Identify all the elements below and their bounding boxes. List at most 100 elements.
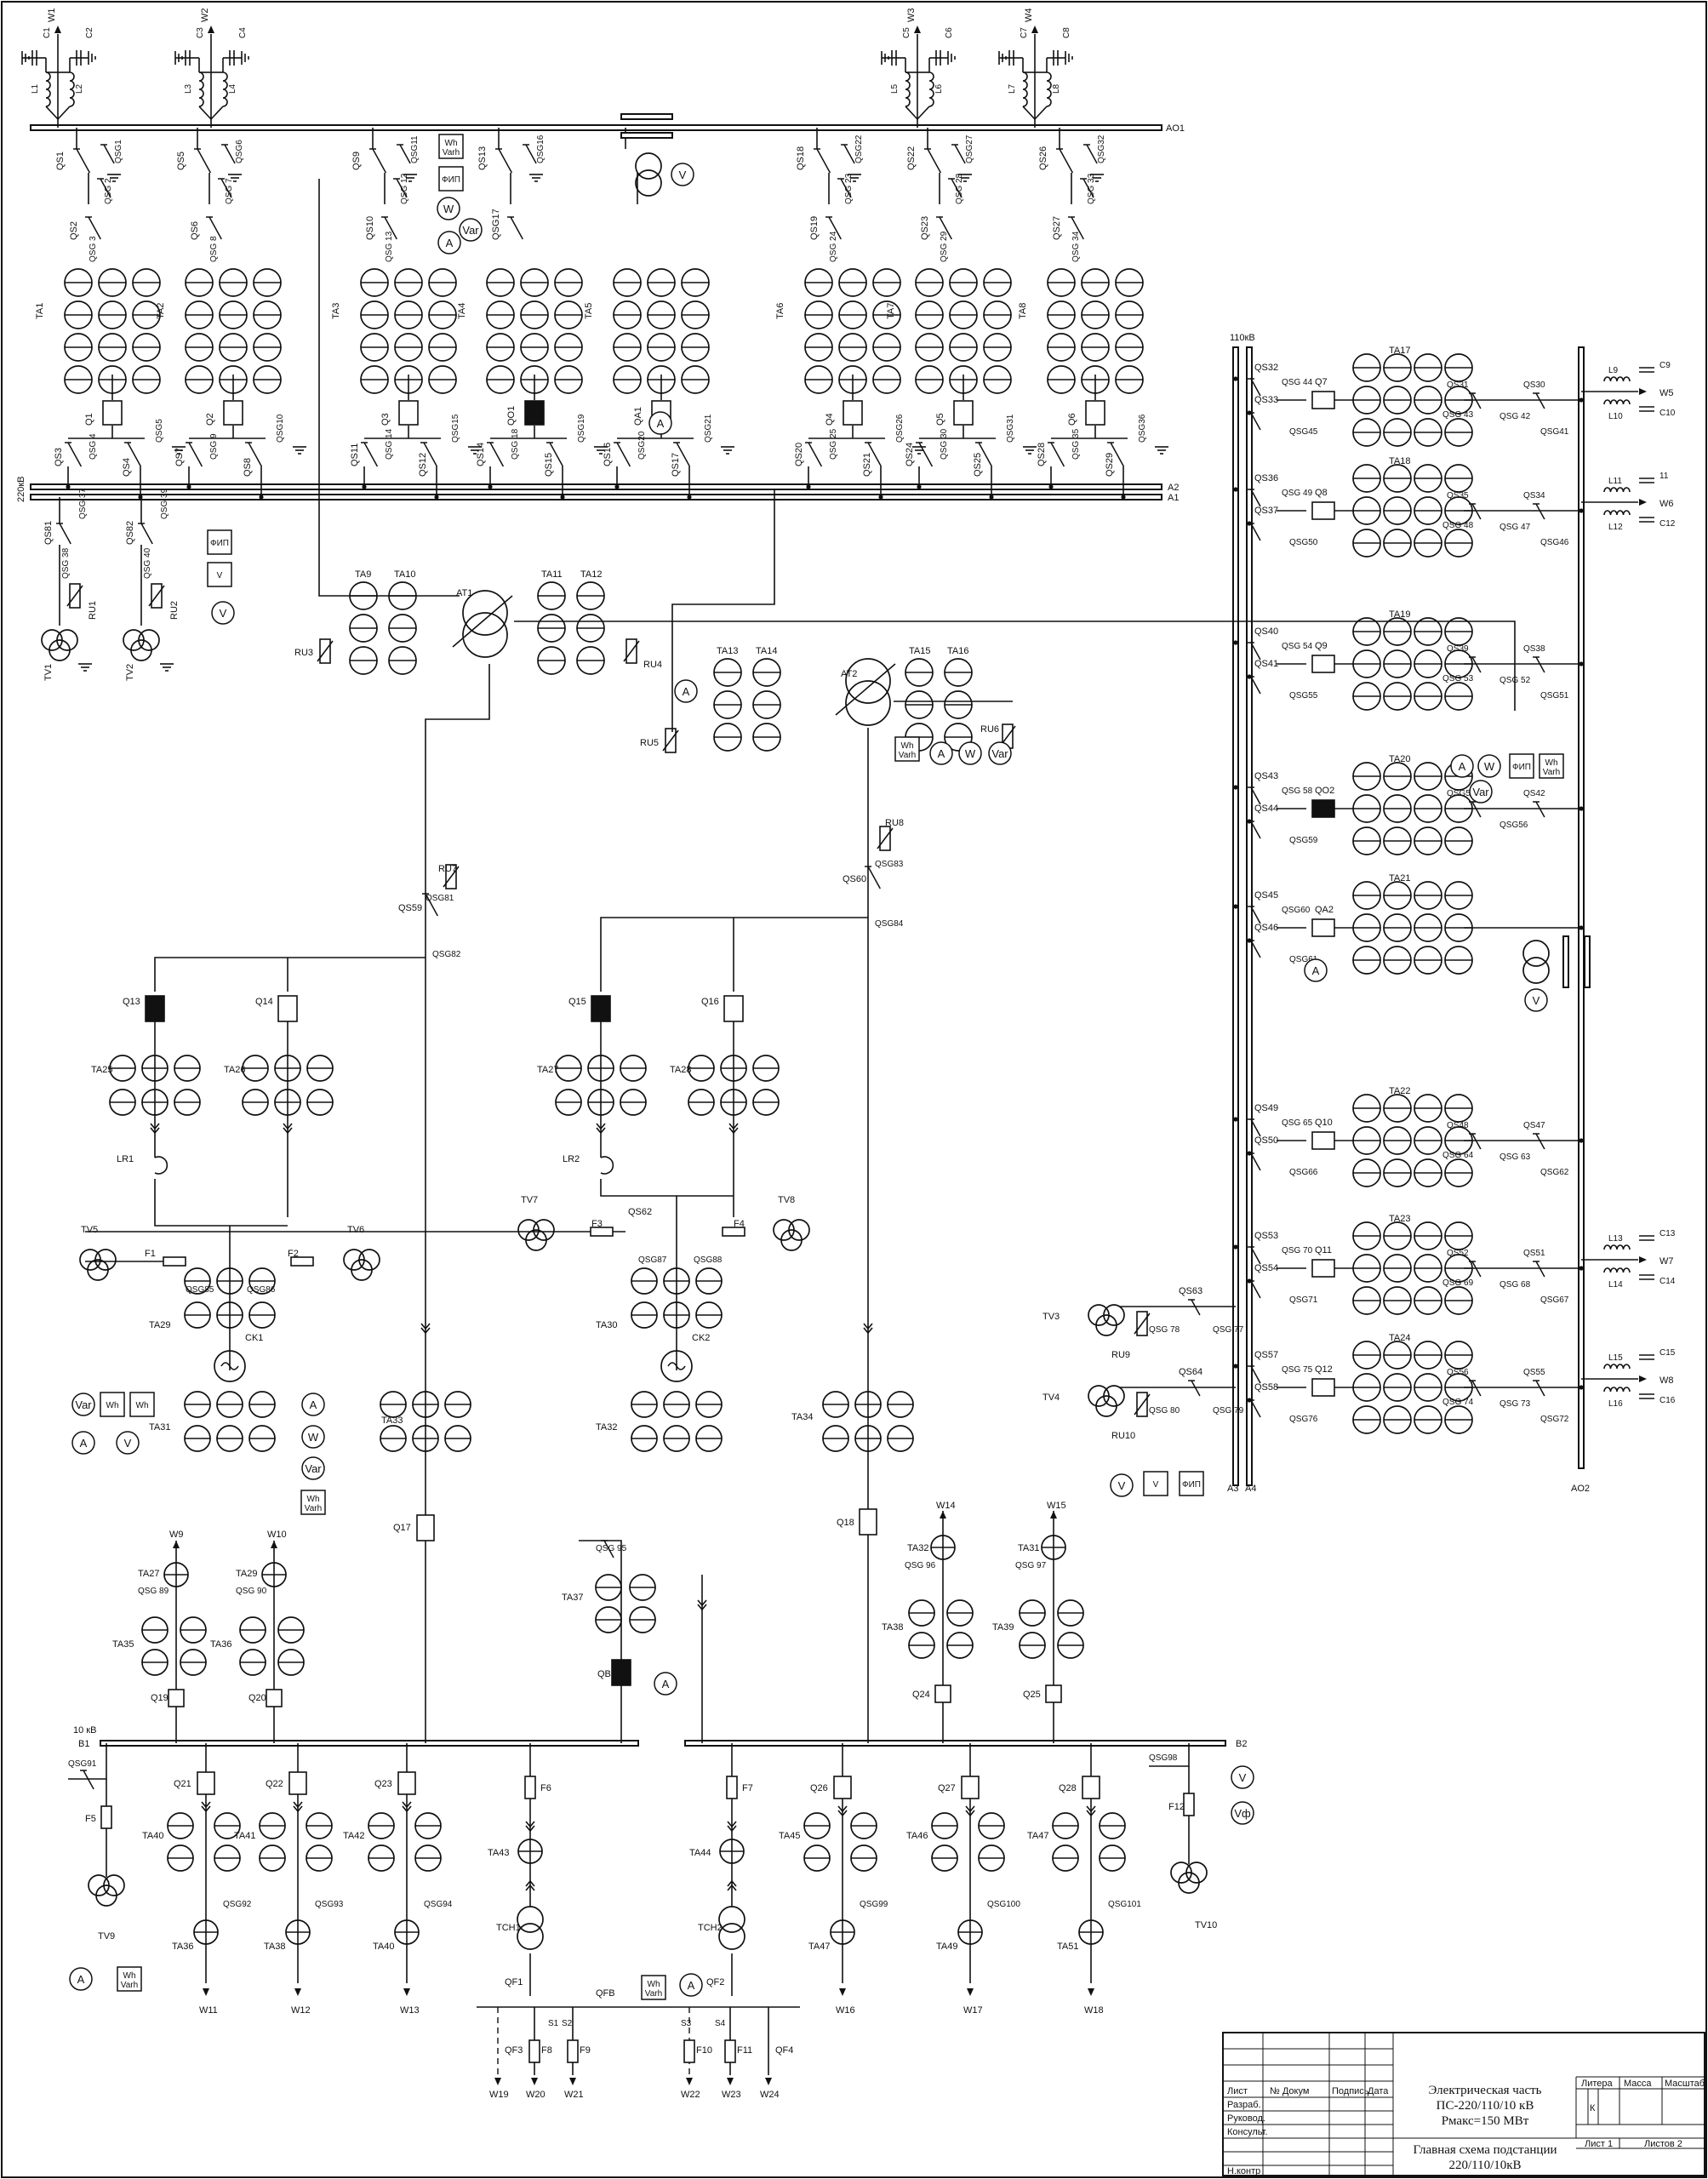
meter-label: W	[1484, 760, 1495, 773]
qsg-label: QSG 23	[844, 173, 854, 204]
qs-label: QSG17	[491, 209, 501, 240]
chevron	[525, 1821, 535, 1828]
ct-grid-coil	[1444, 1221, 1473, 1250]
circuit-breaker	[953, 400, 974, 426]
chevron	[727, 1884, 737, 1891]
voltmeter-icon: V	[1524, 988, 1548, 1012]
coil	[222, 71, 228, 107]
meter-box	[1143, 1471, 1168, 1496]
ground-icon	[172, 446, 186, 455]
disconnector	[1533, 1133, 1545, 1150]
chevron	[402, 1801, 412, 1809]
disconnector	[1107, 442, 1125, 467]
feeder-label: W11	[199, 2005, 218, 2016]
meter-ring	[929, 741, 953, 765]
qsg-label: QSG 64	[1442, 1151, 1474, 1160]
capacitor-icon	[1639, 1354, 1654, 1360]
ct-grid-coil	[141, 1649, 169, 1676]
qs-label: QS81	[43, 521, 54, 545]
voltage-transformer-icon	[123, 629, 160, 661]
slash	[662, 729, 679, 752]
wh-meter-icon: Wh	[129, 1392, 155, 1417]
ct-grid-coil	[1383, 1405, 1412, 1434]
breaker-label: Q13	[123, 997, 140, 1007]
ct-grid-coil	[944, 690, 973, 719]
qs-label: QS20	[794, 443, 804, 466]
blade	[1535, 656, 1545, 673]
ct-grid-coil	[109, 1089, 136, 1116]
disconnector	[916, 442, 934, 467]
blade	[1471, 1380, 1482, 1397]
reactor-coil-icon	[1603, 510, 1631, 516]
qs-label: QS13	[477, 146, 488, 170]
plug-contact-icon	[1086, 1805, 1096, 1817]
chevron	[863, 1327, 873, 1335]
blade	[951, 178, 963, 198]
ta-label: TA9	[355, 569, 371, 580]
ct-grid-coil	[1414, 1094, 1442, 1123]
ct-grid-coil	[248, 1425, 276, 1452]
ct-grid-coil	[1115, 365, 1144, 394]
tv-label: TV6	[347, 1225, 364, 1235]
qs-label: QS3	[54, 448, 64, 466]
gen-bus-wire	[154, 957, 426, 992]
meter-box	[1509, 753, 1534, 779]
watt-meter-icon: W	[958, 741, 982, 765]
feeder-label: W16	[836, 2005, 855, 2016]
voltmeter-icon: V	[1231, 1765, 1254, 1789]
wire	[198, 106, 212, 120]
ct-grid-coil	[647, 333, 676, 362]
winding	[525, 1229, 547, 1251]
capacitor-icon	[1639, 1274, 1654, 1280]
fuse-label: F9	[580, 2045, 591, 2056]
qsg-label: QSG5	[155, 419, 164, 443]
qs-label: QS23	[920, 216, 930, 240]
phase-voltmeter-icon: Vф	[1231, 1801, 1254, 1825]
ct-label: TA8	[1018, 303, 1028, 319]
meter-ring	[1231, 1765, 1254, 1789]
qsg-label: QSG 8	[209, 236, 219, 262]
ammeter-icon: A	[1450, 754, 1474, 778]
ct-grid-coil	[1383, 1341, 1412, 1370]
ct-grid-coil	[1099, 1812, 1126, 1839]
ct-grid-coil	[517, 1839, 543, 1864]
ct-grid-coil	[850, 1844, 877, 1872]
blade	[808, 442, 823, 467]
coil	[1022, 71, 1028, 107]
blade	[1250, 906, 1261, 924]
breaker-label: Q7	[1315, 377, 1328, 387]
project-title: ПС-220/110/10 кВ	[1437, 2099, 1534, 2113]
breaker-label: Q24	[912, 1690, 930, 1700]
plug-contact-icon	[697, 1599, 707, 1611]
ct-grid-coil	[854, 1391, 882, 1418]
qs-label: QS82	[125, 521, 135, 545]
circuit-breaker	[1311, 1259, 1335, 1278]
ta-label: TA24	[1389, 1333, 1410, 1343]
circuit-breaker	[1311, 655, 1335, 673]
ground-icon	[1023, 446, 1037, 455]
disconnector	[85, 216, 101, 240]
disconnector	[865, 442, 883, 467]
ta-label: TA13	[717, 646, 738, 656]
coil	[1603, 1267, 1631, 1273]
blade	[927, 148, 942, 174]
ct-grid-coil	[613, 333, 642, 362]
blade	[1059, 148, 1074, 174]
ct-grid-coil	[663, 1267, 690, 1295]
ct-grid-coil	[688, 1089, 715, 1116]
qsg-label: QSG67	[1540, 1295, 1569, 1305]
ru-label: RU4	[643, 660, 662, 670]
ct-grid-coil	[629, 1606, 656, 1633]
fuse-label: F11	[737, 2045, 752, 2056]
qs-label: QS41	[1254, 659, 1278, 669]
ru-label: RU7	[438, 864, 457, 874]
ct-grid-coil	[1352, 1373, 1381, 1402]
breaker-label: QB	[597, 1669, 611, 1679]
ct-grid-coil	[905, 690, 934, 719]
qs-label: QS44	[1254, 804, 1278, 814]
voltage-transformer-icon	[41, 629, 78, 661]
qsg-label: QSG 42	[1499, 412, 1531, 421]
ct-grid-coil	[1383, 496, 1412, 525]
ta-label: TA44	[689, 1848, 711, 1858]
qsg-label: QSG 4	[89, 433, 98, 460]
